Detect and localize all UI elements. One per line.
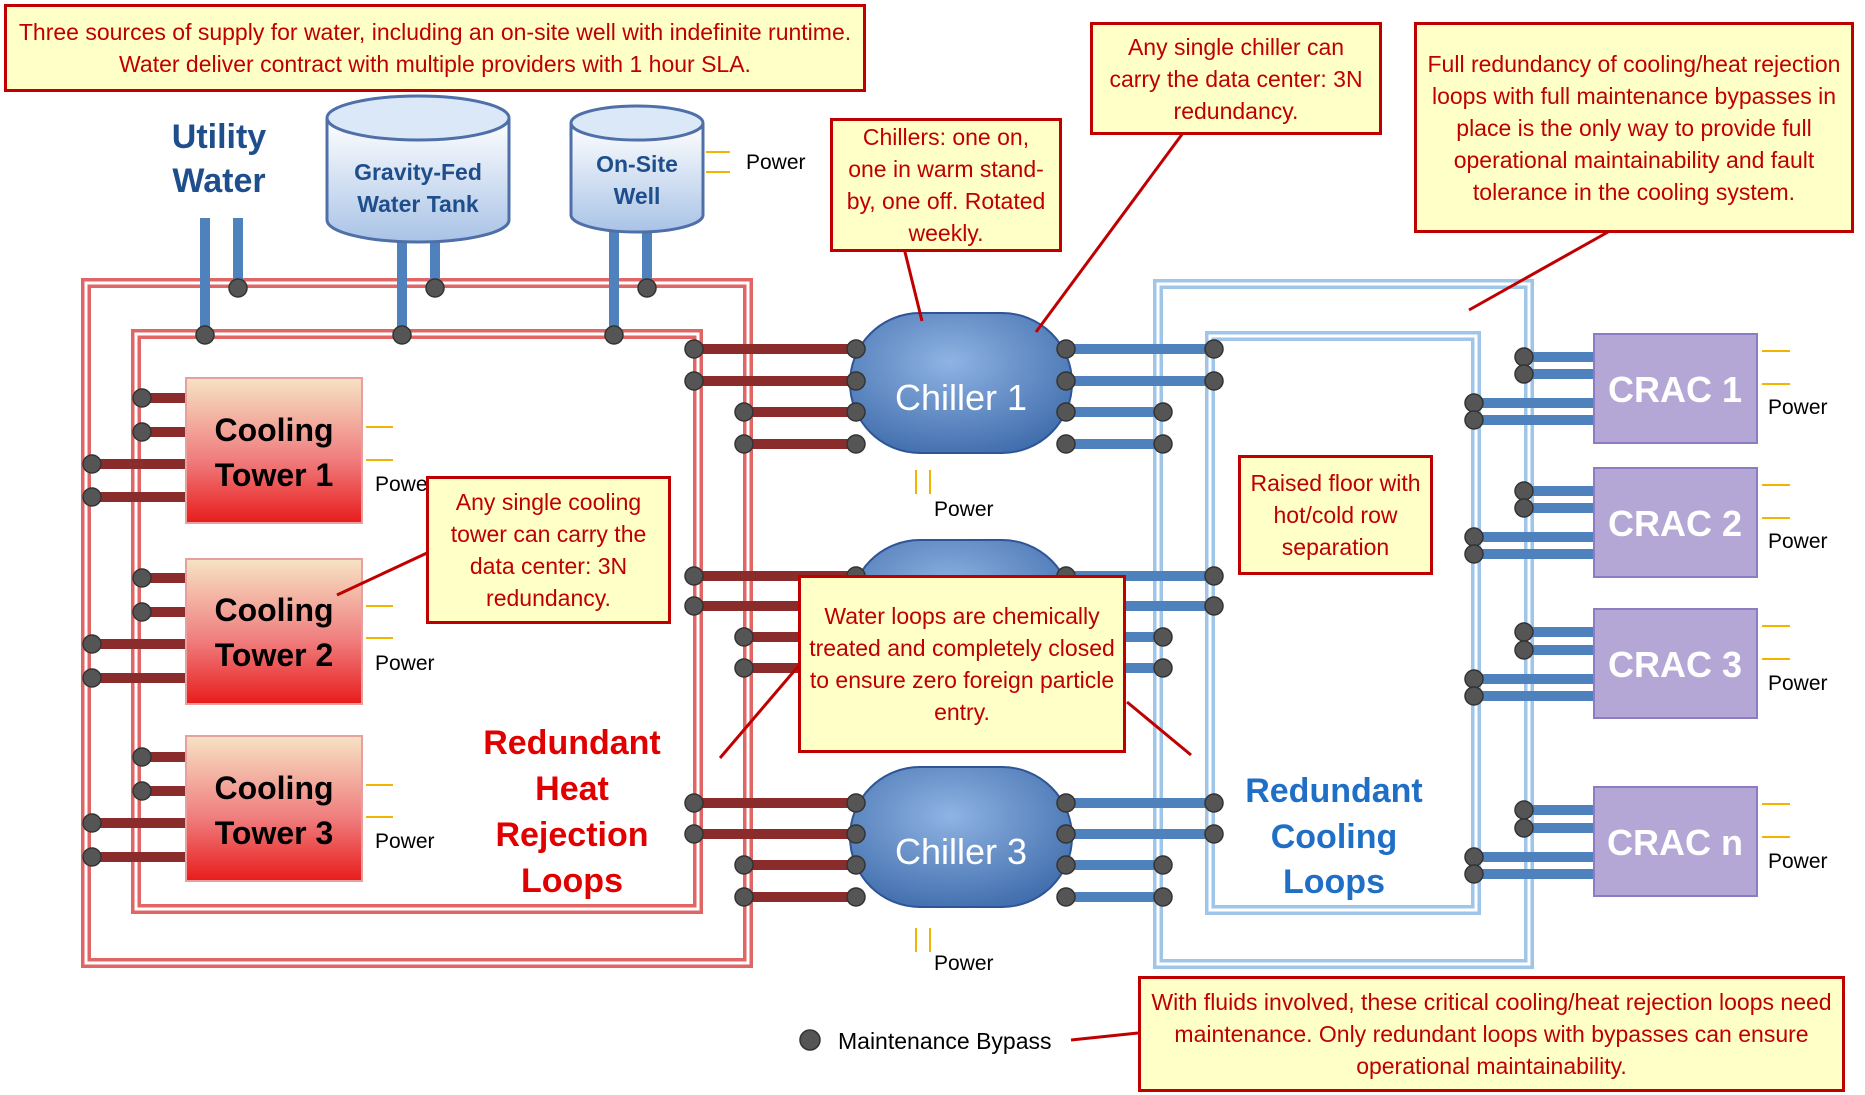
svg-text:Rejection: Rejection (495, 816, 648, 854)
well-power-lines (706, 151, 730, 173)
power-label-chiller1: Power (934, 498, 994, 521)
utility-water-label: Utility Water (172, 118, 267, 200)
utility-water-line2: Water (172, 162, 265, 200)
callout-leader-lines (336, 132, 1609, 1042)
well-label: On-Site Well (596, 151, 678, 209)
crac-power-lines (1762, 350, 1790, 838)
svg-text:Cooling: Cooling (214, 592, 333, 628)
on-site-well (569, 104, 705, 234)
cooling-loops-title: Redundant Cooling Loops (1245, 772, 1423, 901)
power-label-crac1: Power (1768, 396, 1828, 419)
svg-text:Cooling: Cooling (214, 412, 333, 448)
svg-text:Water Tank: Water Tank (357, 191, 479, 217)
power-labels: Power Power Power Power Power Power Powe… (375, 151, 1828, 975)
crac-1 (1593, 333, 1758, 444)
legend: Maintenance Bypass (799, 1028, 1052, 1054)
legend-label: Maintenance Bypass (838, 1028, 1052, 1054)
svg-text:Redundant: Redundant (1245, 772, 1423, 810)
crac-3 (1593, 608, 1758, 719)
crac-labels: CRAC 1 CRAC 2 CRAC 3 CRAC n (1607, 369, 1743, 863)
legend-bypass-dot (799, 1029, 821, 1051)
cooling-tower-1 (185, 377, 363, 524)
svg-text:Heat: Heat (535, 770, 609, 808)
svg-text:Cooling: Cooling (214, 770, 333, 806)
cooling-tower-3 (185, 735, 363, 882)
tower-labels: Cooling Tower 1 Cooling Tower 2 Cooling … (214, 412, 333, 851)
svg-text:Loops: Loops (1283, 863, 1385, 901)
chiller-3-label: Chiller 3 (895, 831, 1027, 872)
crac-3-label: CRAC 3 (1608, 644, 1742, 685)
callout-single-chiller: Any single chiller can carry the data ce… (1090, 22, 1382, 135)
callout-single-tower: Any single cooling tower can carry the d… (426, 476, 671, 624)
power-label-tower3: Power (375, 830, 435, 853)
callout-full-redundancy: Full redundancy of cooling/heat rejectio… (1414, 22, 1854, 233)
chiller-1-label: Chiller 1 (895, 377, 1027, 418)
crac-2-label: CRAC 2 (1608, 503, 1742, 544)
power-label-crac2: Power (1768, 530, 1828, 553)
svg-text:Cooling: Cooling (1271, 818, 1398, 856)
tower-power-lines (366, 426, 393, 818)
power-label-tower1: Power (375, 473, 435, 496)
svg-text:Tower 1: Tower 1 (215, 457, 334, 493)
callout-chiller-rotation: Chillers: one on, one in warm stand-by, … (830, 118, 1062, 252)
utility-water-line1: Utility (172, 118, 267, 156)
callout-raised-floor: Raised floor with hot/cold row separatio… (1238, 455, 1433, 575)
power-label-well: Power (746, 151, 806, 174)
heat-rejection-loop-outer (81, 278, 753, 968)
crac-n-label: CRAC n (1607, 822, 1743, 863)
tank-label: Gravity-Fed Water Tank (354, 159, 482, 217)
svg-text:Loops: Loops (521, 862, 623, 900)
power-label-crac3: Power (1768, 672, 1828, 695)
callout-water-loops: Water loops are chemically treated and c… (798, 575, 1126, 753)
svg-text:Tower 3: Tower 3 (215, 815, 334, 851)
svg-text:Tower 2: Tower 2 (215, 637, 334, 673)
gravity-fed-water-tank (325, 94, 511, 244)
crac-n (1593, 786, 1758, 897)
heat-loops-title: Redundant Heat Rejection Loops (483, 724, 661, 900)
callout-fluids: With fluids involved, these critical coo… (1138, 976, 1845, 1092)
crac-cool-pipes (1474, 352, 1594, 879)
power-label-chiller3: Power (934, 952, 994, 975)
svg-text:Gravity-Fed: Gravity-Fed (354, 159, 482, 185)
crac-2 (1593, 467, 1758, 578)
callout-water-sources: Three sources of supply for water, inclu… (4, 4, 866, 92)
power-label-cracn: Power (1768, 850, 1828, 873)
power-label-tower2: Power (375, 652, 435, 675)
svg-text:On-Site: On-Site (596, 151, 678, 177)
chiller-power-lines (915, 470, 931, 952)
crac-1-label: CRAC 1 (1608, 369, 1742, 410)
svg-text:Redundant: Redundant (483, 724, 661, 762)
svg-text:Well: Well (614, 183, 661, 209)
heat-rejection-loop-inner (131, 329, 703, 914)
cooling-tower-2 (185, 558, 363, 705)
cooling-loop-inner (1205, 331, 1481, 915)
